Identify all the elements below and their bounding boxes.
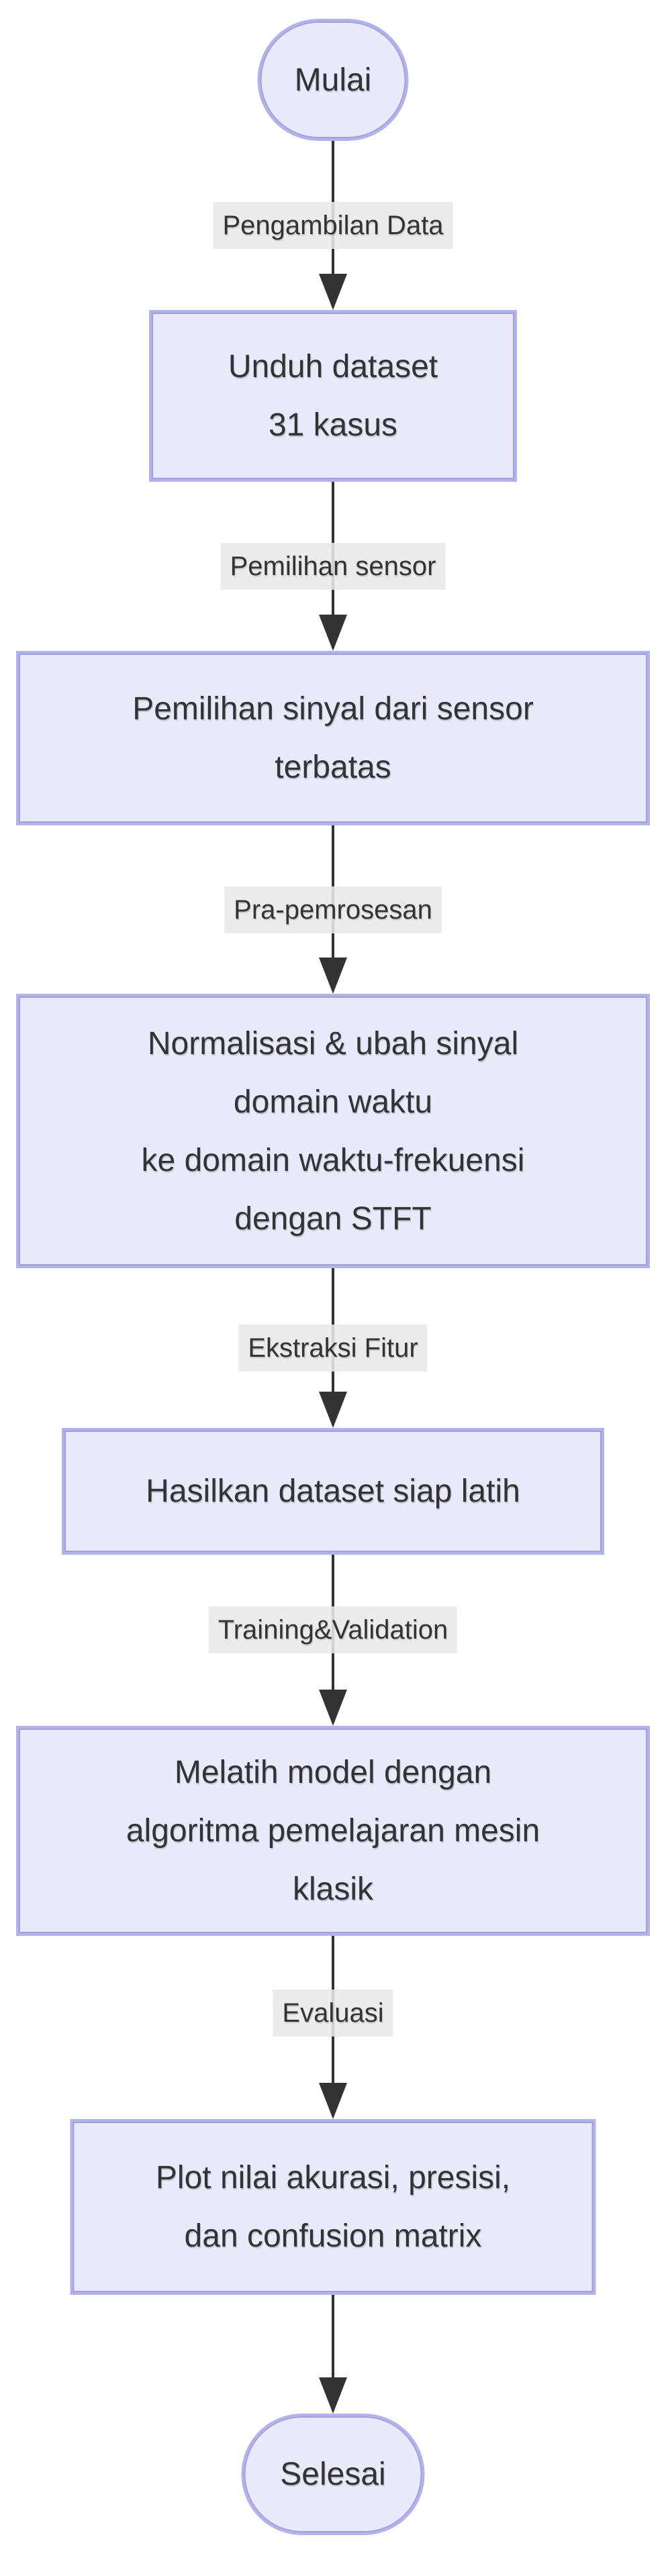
- arrowhead-icon: [319, 2377, 347, 2414]
- edge-pra-pemrosesan: Pra-pemrosesan: [172, 825, 494, 994]
- node-text-line: domain waktu: [233, 1084, 433, 1120]
- arrowhead-icon: [319, 958, 347, 994]
- process-dataset-ready: Hasilkan dataset siap latih: [62, 1428, 604, 1555]
- edge-label: Pemilihan sensor: [220, 543, 446, 590]
- process-train-model: Melatih model dengan algoritma pemelajar…: [16, 1726, 650, 1936]
- node-text-line: Normalisasi & ubah sinyal: [147, 1025, 519, 1062]
- arrowhead-icon: [319, 274, 347, 310]
- node-text-line: Plot nilai akurasi, presisi,: [155, 2160, 511, 2196]
- node-text-line: 31 kasus: [268, 407, 398, 443]
- edge-label: Pengambilan Data: [213, 202, 453, 249]
- node-text-line: dan confusion matrix: [184, 2218, 482, 2254]
- node-text-line: ke domain waktu-frekuensi: [141, 1142, 525, 1178]
- edge-label: Pra-pemrosesan: [224, 886, 442, 933]
- edge-ekstraksi-fitur: Ekstraksi Fitur: [172, 1268, 494, 1428]
- edge-line: [332, 2295, 334, 2411]
- process-sensor-signal-selection: Pemilihan sinyal dari sensor terbatas: [16, 651, 650, 825]
- node-text-line: Mulai: [294, 62, 372, 98]
- edge-label: Evaluasi: [273, 1989, 393, 2037]
- start-node: Mulai: [257, 19, 409, 141]
- arrowhead-icon: [319, 2083, 347, 2119]
- edge-label: Ekstraksi Fitur: [238, 1325, 428, 1372]
- node-text-line: Selesai: [280, 2457, 386, 2492]
- node-text-line: Pemilihan sinyal dari sensor: [132, 691, 534, 727]
- node-text-line: terbatas: [275, 750, 391, 785]
- edge-training-validation: Training&Validation: [172, 1555, 494, 1726]
- arrowhead-icon: [319, 1690, 347, 1726]
- arrowhead-icon: [319, 1392, 347, 1428]
- edge-pemilihan-sensor: Pemilihan sensor: [172, 482, 494, 651]
- edge-final: [172, 2295, 494, 2414]
- process-plot-results: Plot nilai akurasi, presisi, dan confusi…: [70, 2119, 596, 2295]
- end-node: Selesai: [241, 2414, 425, 2535]
- arrowhead-icon: [319, 615, 347, 651]
- node-text-line: Unduh dataset: [228, 349, 438, 384]
- edge-pengambilan-data: Pengambilan Data: [172, 141, 494, 310]
- edge-evaluasi: Evaluasi: [172, 1936, 494, 2119]
- process-preprocessing-stft: Normalisasi & ubah sinyal domain waktu k…: [16, 994, 650, 1268]
- edge-label: Training&Validation: [208, 1606, 458, 1654]
- node-text-line: Melatih model dengan: [174, 1755, 492, 1790]
- node-text-line: klasik: [292, 1871, 374, 1907]
- process-download-dataset: Unduh dataset 31 kasus: [149, 310, 517, 482]
- node-text-line: algoritma pemelajaran mesin: [126, 1813, 540, 1849]
- node-text-line: Hasilkan dataset siap latih: [146, 1474, 520, 1509]
- node-text-line: dengan STFT: [234, 1200, 432, 1237]
